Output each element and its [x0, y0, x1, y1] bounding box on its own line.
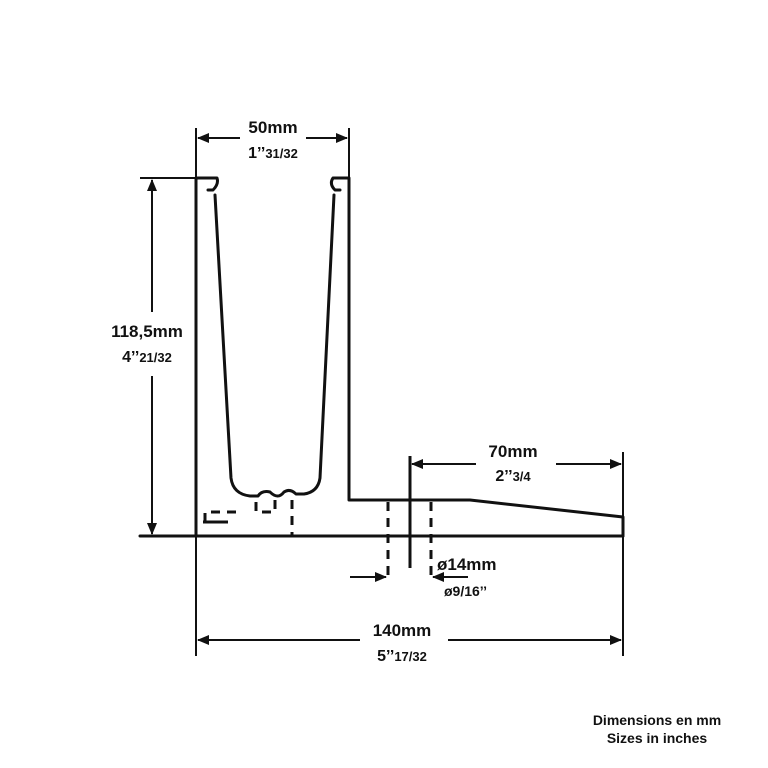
dim-height-mm: 118,5mm — [111, 322, 183, 341]
dim-top-mm: 50mm — [248, 118, 298, 137]
units-legend: Dimensions en mm Sizes in inches — [572, 711, 742, 747]
dim-hole-mm: ø14mm — [437, 555, 497, 574]
hidden-slot-right — [254, 500, 277, 514]
dim-total-inch: 5’’17/32 — [377, 648, 427, 665]
legend-line-inches: Sizes in inches — [606, 730, 708, 746]
inner-channel — [213, 193, 336, 498]
dim-ext-mm: 70mm — [488, 442, 538, 461]
dim-hole-inch: ø9/16’’ — [444, 583, 488, 599]
profile-right-wall — [329, 176, 625, 538]
profile-outline — [194, 176, 219, 538]
dim-total-mm: 140mm — [372, 621, 432, 640]
dim-top-inch: 1’’31/32 — [248, 145, 298, 162]
dim-height-inch: 4’’21/32 — [122, 349, 172, 366]
legend-line-mm: Dimensions en mm — [592, 712, 722, 728]
dim-ext-inch: 2’’3/4 — [495, 468, 531, 485]
hidden-slot-left — [203, 510, 240, 522]
